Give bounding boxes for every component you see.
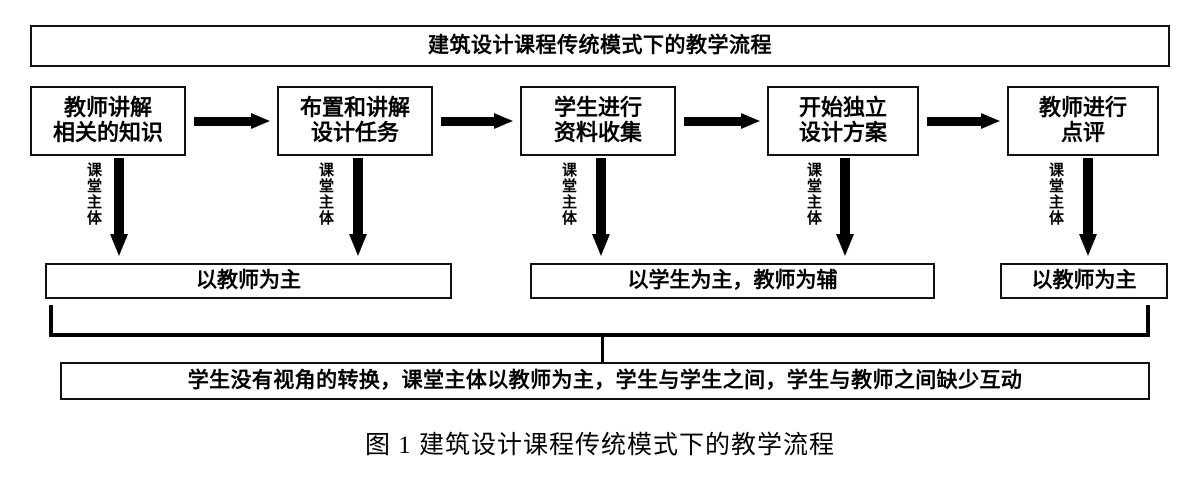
down-arrow-4 [836,158,854,256]
arrow-head [592,234,610,256]
arrow-head [981,113,1000,129]
arrow-shaft [840,158,850,236]
bracket-left-leg [49,305,53,337]
result-box-2: 以学生为主，教师为辅 [530,263,935,299]
process-box-3-label: 学生进行 资料收集 [553,95,642,145]
down-arrow-2 [349,158,367,256]
arrow-head [349,234,367,256]
bracket-horizontal-bar [49,333,1150,337]
arrow-shaft [194,117,251,126]
side-label-5: 课堂主体 [1047,162,1064,226]
down-arrow-1 [110,158,128,256]
result-box-3: 以教师为主 [1000,263,1168,299]
side-label-4: 课堂主体 [805,162,822,226]
arrow-shaft [353,158,363,236]
down-arrow-3 [592,158,610,256]
conclusion-box: 学生没有视角的转换，课堂主体以教师为主，学生与学生之间，学生与教师之间缺少互动 [60,362,1150,400]
process-box-3: 学生进行 资料收集 [520,86,676,156]
bracket-drop-to-conclusion [601,333,604,363]
side-label-1: 课堂主体 [85,162,102,226]
arrow-head [110,234,128,256]
process-box-1: 教师讲解 相关的知识 [30,86,186,156]
process-box-4-label: 开始独立 设计方案 [798,95,887,145]
arrow-shaft [927,117,981,126]
arrow-head [251,113,270,129]
arrow-shaft [596,158,606,236]
arrow-head [1079,234,1097,256]
figure-title-box: 建筑设计课程传统模式下的教学流程 [30,25,1170,67]
result-box-1: 以教师为主 [45,263,452,299]
bracket-right-leg [1146,305,1150,337]
side-label-3: 课堂主体 [560,162,577,226]
arrow-shaft [684,117,741,126]
figure-caption: 图 1 建筑设计课程传统模式下的教学流程 [364,432,835,459]
down-arrow-5 [1079,158,1097,256]
process-box-2-label: 布置和讲解 设计任务 [299,95,410,145]
arrow-head [741,113,760,129]
arrow-shaft [114,158,124,236]
process-box-2: 布置和讲解 设计任务 [277,86,433,156]
process-box-1-label: 教师讲解 相关的知识 [52,95,163,145]
side-label-2: 课堂主体 [317,162,334,226]
flow-arrow-4-to-5 [927,113,1000,129]
flow-arrow-3-to-4 [684,113,760,129]
arrow-shaft [1083,158,1093,236]
process-box-4: 开始独立 设计方案 [767,86,919,156]
flow-arrow-1-to-2 [194,113,270,129]
process-box-5: 教师进行 点评 [1007,86,1159,156]
arrow-head [494,113,513,129]
arrow-shaft [441,117,494,126]
arrow-head [836,234,854,256]
flow-arrow-2-to-3 [441,113,513,129]
process-box-5-label: 教师进行 点评 [1038,95,1127,145]
